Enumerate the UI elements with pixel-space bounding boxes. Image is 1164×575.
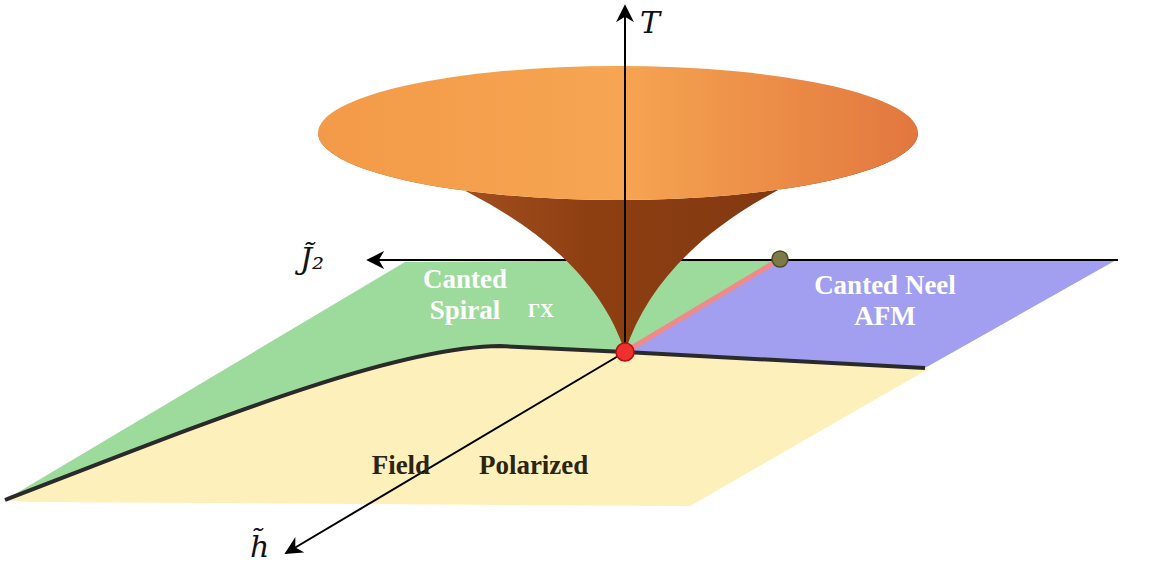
h-axis: [286, 352, 625, 553]
critical-point: [616, 343, 634, 361]
region-shape: [0, 340, 935, 510]
phase-label: Canted Neel AFM: [790, 270, 980, 332]
phase-label: Field Polarized: [300, 450, 660, 481]
endpoint-dot: [772, 251, 788, 267]
j2-axis: [368, 259, 1118, 261]
phase-subscript: ΓX: [528, 300, 578, 322]
axis-label-t: T: [640, 6, 660, 40]
cone-top: [318, 66, 918, 200]
phase-label: Canted Spiral: [385, 264, 545, 326]
t-axis: [624, 6, 626, 352]
axis-label-j2: J̃₂: [300, 242, 324, 276]
phase-region: Field Polarized: [0, 340, 935, 510]
axis-label-h: h̃: [250, 530, 269, 564]
phase-boundary: [5, 346, 925, 500]
